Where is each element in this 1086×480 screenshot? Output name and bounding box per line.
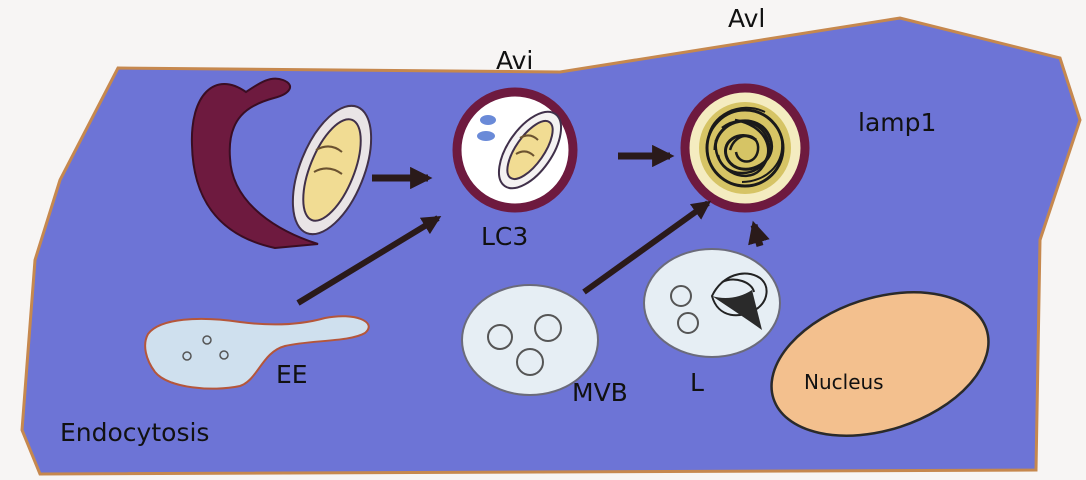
label-lc3: LC3 [481,222,528,251]
label-avi: Avi [496,46,533,75]
label-lamp1: lamp1 [858,108,936,137]
label-l: L [690,368,704,397]
avi-autophagosome [457,92,573,208]
avl-autolysosome [685,88,805,208]
lysosome [644,249,780,357]
label-mvb: MVB [572,378,628,407]
label-endocytosis: Endocytosis [60,418,209,447]
label-nucleus: Nucleus [804,370,884,394]
label-ee: EE [276,360,308,389]
label-avl: Avl [728,4,765,33]
